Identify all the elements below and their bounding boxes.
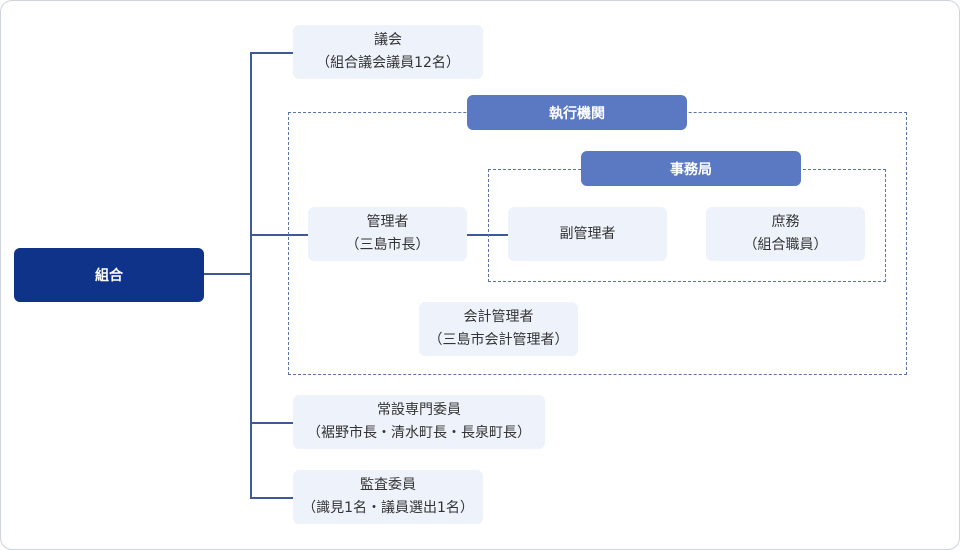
- executive-header: 執行機関: [467, 95, 687, 130]
- assembly-sub: （組合議会議員12名）: [316, 55, 460, 71]
- manager-node: 管理者 （三島市長）: [308, 207, 467, 261]
- connector-standing-committee: [250, 422, 293, 424]
- general-affairs-title: 庶務: [771, 214, 800, 230]
- assembly-node: 議会 （組合議会議員12名）: [293, 25, 483, 79]
- connector-audit: [250, 497, 293, 499]
- connector-assembly: [250, 52, 293, 54]
- general-affairs-sub: （組合職員）: [743, 237, 828, 253]
- root-node: 組合: [14, 248, 204, 302]
- manager-sub: （三島市長）: [345, 237, 430, 253]
- root-label: 組合: [95, 268, 123, 284]
- secretariat-header-label: 事務局: [670, 161, 712, 178]
- manager-title: 管理者: [366, 214, 409, 230]
- standing-committee-title: 常設専門委員: [377, 402, 461, 418]
- executive-header-label: 執行機関: [549, 105, 605, 122]
- audit-node: 監査委員 （識見1名・議員選出1名）: [293, 470, 483, 524]
- standing-committee-sub: （裾野市長・清水町長・長泉町長）: [307, 425, 531, 441]
- general-affairs-node: 庶務 （組合職員）: [706, 207, 865, 261]
- connector-manager-deputy: [467, 234, 508, 236]
- audit-sub: （識見1名・議員選出1名）: [302, 500, 474, 516]
- standing-committee-node: 常設専門委員 （裾野市長・清水町長・長泉町長）: [293, 395, 545, 449]
- deputy-title: 副管理者: [559, 225, 616, 242]
- accounting-title: 会計管理者: [463, 309, 534, 325]
- secretariat-header: 事務局: [581, 151, 801, 186]
- audit-title: 監査委員: [360, 477, 416, 493]
- connector-manager: [250, 234, 308, 236]
- accounting-sub: （三島市会計管理者）: [428, 332, 569, 348]
- deputy-node: 副管理者: [508, 207, 667, 261]
- connector-trunk-vertical: [250, 52, 252, 498]
- assembly-title: 議会: [374, 32, 402, 48]
- connector-root-trunk: [203, 273, 251, 275]
- accounting-node: 会計管理者 （三島市会計管理者）: [419, 302, 578, 356]
